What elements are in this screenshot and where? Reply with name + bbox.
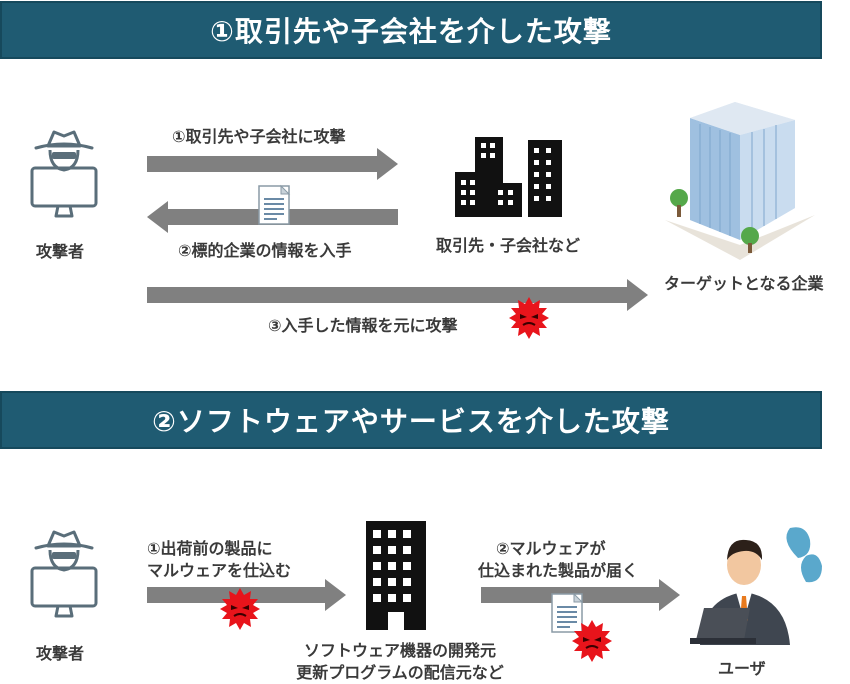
hacker-icon-2 [30, 530, 98, 618]
user-laptop-icon [690, 539, 790, 645]
arrow2-label-line1: ②マルウェアが [496, 539, 606, 558]
document-icon-2 [551, 593, 583, 633]
arrow1-label: ①取引先や子会社に攻撃 [172, 127, 346, 146]
attacker-label-2: 攻撃者 [36, 644, 85, 663]
sweat-drop-icon [786, 527, 822, 583]
office-tower-icon [665, 102, 815, 260]
arrow-attack-partner [147, 148, 398, 180]
user-label: ユーザ [718, 659, 766, 678]
vendor-building-icon [366, 521, 426, 630]
attacker-label: 攻撃者 [36, 242, 85, 261]
section2-banner: ②ソフトウェアやサービスを介した攻撃 [0, 391, 822, 449]
arrow1-label-line1: ①出荷前の製品に [147, 539, 273, 558]
virus-icon [508, 296, 550, 340]
document-icon [258, 185, 290, 225]
partner-label: 取引先・子会社など [436, 236, 581, 255]
vendor-label-line2: 更新プログラムの配信元など [296, 663, 504, 682]
section1-banner: ①取引先や子会社を介した攻撃 [0, 1, 822, 59]
arrow1-label-line2: マルウェアを仕込む [147, 561, 292, 580]
buildings-icon [455, 137, 562, 217]
arrow2-label: ②標的企業の情報を入手 [178, 241, 352, 260]
vendor-label-line1: ソフトウェア機器の開発元 [303, 641, 496, 660]
section1-title: ①取引先や子会社を介した攻撃 [210, 15, 612, 48]
arrow-attack-target [147, 279, 648, 311]
hacker-icon [30, 130, 98, 218]
arrow3-label: ③入手した情報を元に攻撃 [268, 316, 458, 335]
arrow2-label-line2: 仕込まれた製品が届く [478, 561, 639, 580]
section2-title: ②ソフトウェアやサービスを介した攻撃 [152, 405, 670, 438]
target-label: ターゲットとなる企業 [664, 274, 824, 293]
